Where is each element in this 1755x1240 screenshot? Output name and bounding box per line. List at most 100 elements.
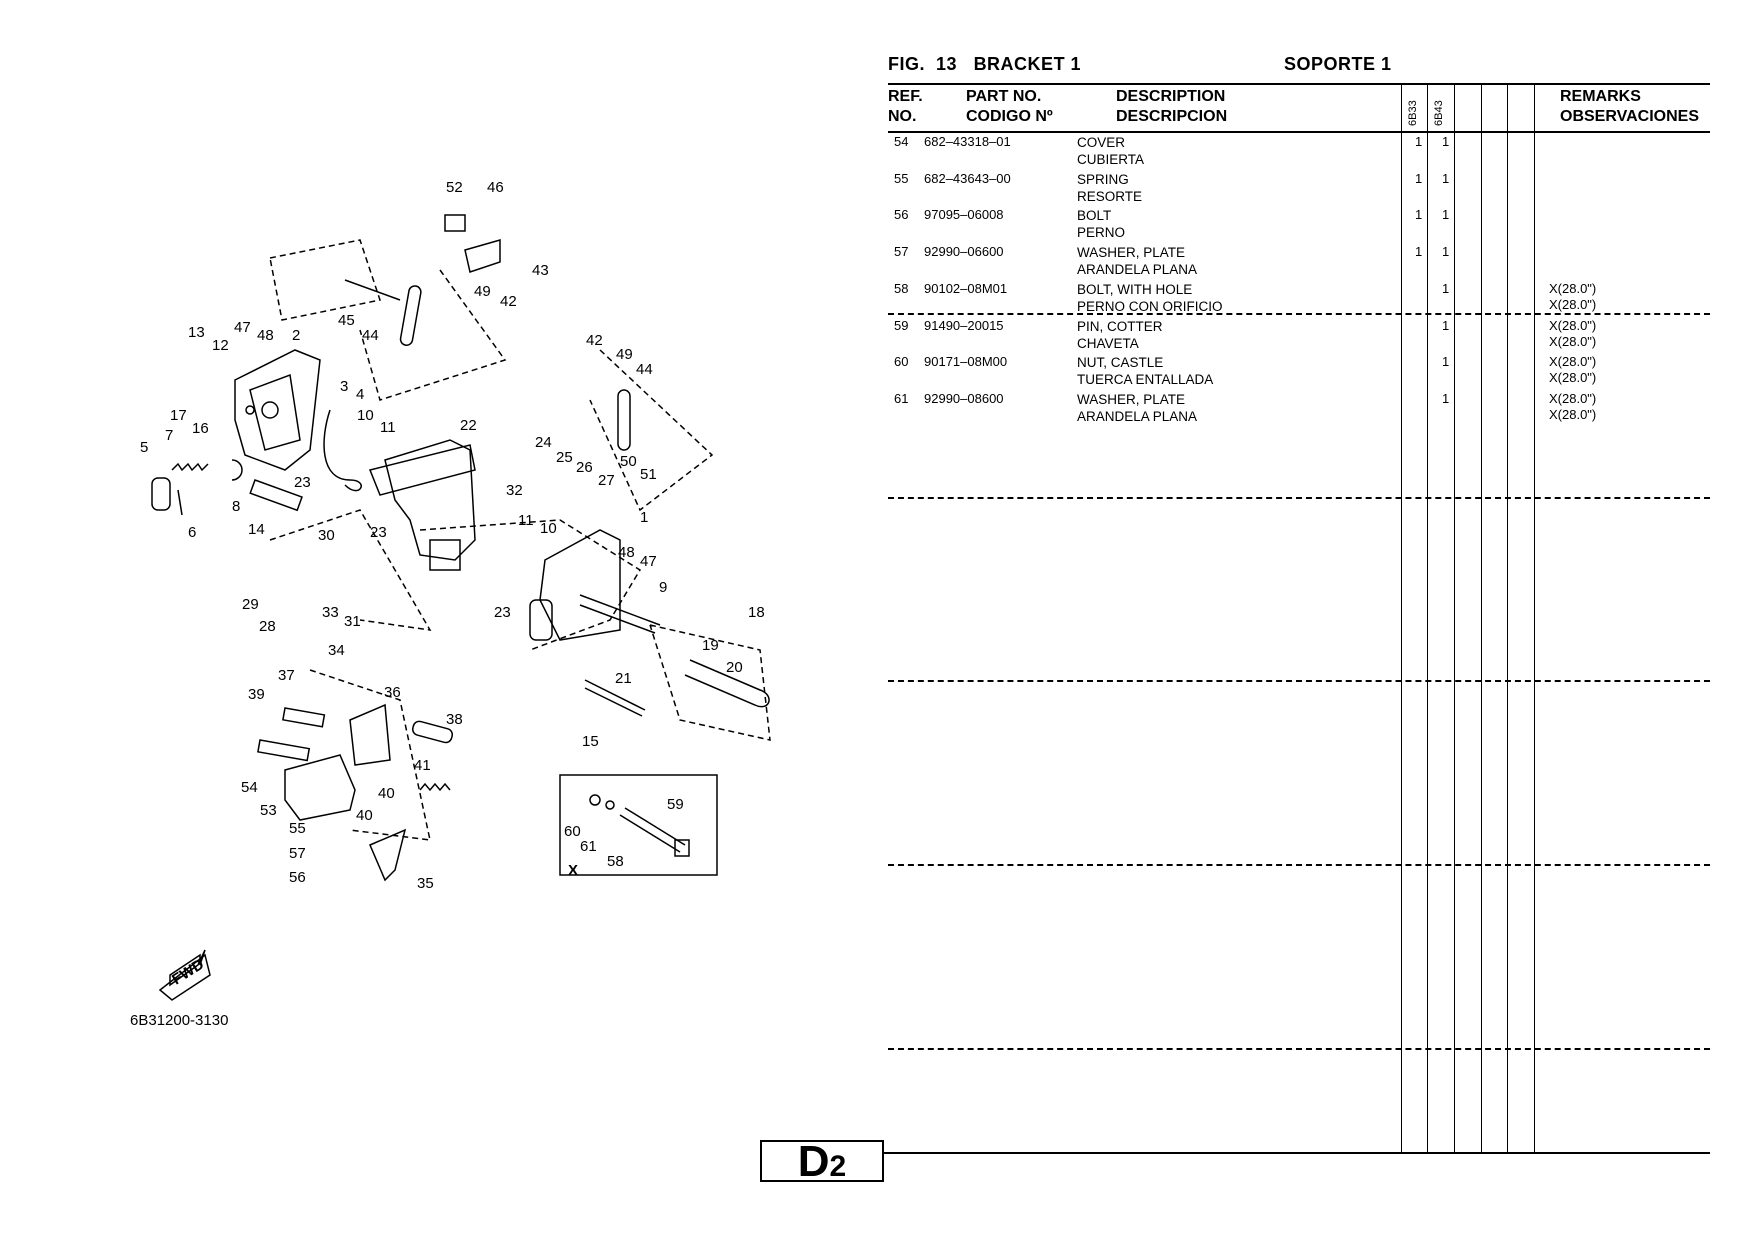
page-badge: D2 bbox=[760, 1140, 884, 1184]
remark-1-cell: X(28.0") bbox=[1549, 317, 1597, 333]
col-desc-es: DESCRIPCION bbox=[1116, 108, 1228, 125]
svg-text:33: 33 bbox=[322, 604, 339, 621]
qty-6b43-cell: 1 bbox=[1442, 134, 1450, 149]
svg-text:5: 5 bbox=[140, 439, 148, 456]
svg-text:3: 3 bbox=[340, 378, 348, 395]
col-desc-en: DESCRIPTION bbox=[1116, 88, 1226, 105]
svg-text:10: 10 bbox=[540, 520, 557, 537]
svg-text:23: 23 bbox=[370, 524, 387, 541]
desc-es-cell: PERNO bbox=[1077, 225, 1126, 241]
remark-2-cell: X(28.0") bbox=[1549, 296, 1597, 312]
ref-cell: 59 bbox=[894, 317, 909, 333]
qty-6b33-cell: 1 bbox=[1415, 244, 1423, 260]
svg-text:57: 57 bbox=[289, 845, 306, 862]
guide-line bbox=[419, 519, 642, 651]
svg-text:42: 42 bbox=[500, 293, 517, 310]
col-part-es: CODIGO Nº bbox=[966, 108, 1053, 125]
svg-text:31: 31 bbox=[344, 613, 361, 630]
desc-en-cell: SPRING bbox=[1077, 171, 1129, 187]
desc-es-cell: RESORTE bbox=[1077, 188, 1143, 204]
svg-text:30: 30 bbox=[318, 527, 335, 544]
svg-text:47: 47 bbox=[234, 319, 251, 336]
desc-es-cell: ARANDELA PLANA bbox=[1077, 262, 1198, 278]
desc-en-cell: COVER bbox=[1077, 135, 1126, 150]
table-bottom-rule bbox=[884, 1152, 1710, 1154]
svg-text:48: 48 bbox=[257, 327, 274, 344]
desc-en-cell: WASHER, PLATE bbox=[1077, 245, 1186, 261]
diagram-code: 6B31200-3130 bbox=[130, 1012, 228, 1029]
desc-es-cell: ARANDELA PLANA bbox=[1077, 408, 1198, 424]
svg-text:55: 55 bbox=[289, 820, 306, 837]
svg-text:23: 23 bbox=[494, 604, 511, 621]
part-no-cell: 92990–06600 bbox=[924, 244, 1004, 260]
qty-6b43-cell: 1 bbox=[1442, 354, 1450, 370]
remark-2-cell: X(28.0") bbox=[1549, 333, 1597, 349]
remark-1-cell: X(28.0") bbox=[1549, 280, 1597, 296]
svg-text:21: 21 bbox=[615, 670, 632, 687]
col-divider bbox=[1534, 83, 1535, 1153]
svg-text:58: 58 bbox=[607, 853, 624, 870]
svg-text:38: 38 bbox=[446, 711, 463, 728]
fig-number: 13 bbox=[936, 54, 958, 74]
remark-2-cell: X(28.0") bbox=[1549, 406, 1597, 422]
svg-text:49: 49 bbox=[616, 346, 633, 363]
qty-6b43-cell: 1 bbox=[1442, 317, 1450, 333]
bracket-plate-left bbox=[234, 349, 321, 471]
ref-cell: 61 bbox=[894, 390, 909, 406]
col-divider bbox=[1481, 83, 1482, 1153]
svg-text:59: 59 bbox=[667, 796, 684, 813]
svg-text:19: 19 bbox=[702, 637, 719, 654]
svg-text:46: 46 bbox=[487, 179, 504, 196]
guide-line bbox=[269, 239, 381, 321]
svg-text:9: 9 bbox=[659, 579, 667, 596]
svg-text:53: 53 bbox=[260, 802, 277, 819]
dashed-separator bbox=[888, 680, 1710, 682]
remark-1-cell: X(28.0") bbox=[1549, 354, 1597, 370]
fig-title-es: SOPORTE 1 bbox=[1284, 54, 1392, 74]
col-divider bbox=[1401, 83, 1402, 1153]
svg-text:56: 56 bbox=[289, 869, 306, 886]
svg-text:18: 18 bbox=[748, 604, 765, 621]
part-no-cell: 682–43643–00 bbox=[924, 170, 1011, 186]
col-divider bbox=[1427, 83, 1428, 1153]
svg-text:41: 41 bbox=[414, 757, 431, 774]
desc-en-cell: BOLT bbox=[1077, 208, 1112, 224]
svg-text:1: 1 bbox=[640, 509, 648, 526]
col-desc: DESCRIPTION DESCRIPCION bbox=[1116, 87, 1227, 127]
dashed-separator bbox=[888, 1048, 1710, 1050]
swivel-bracket-part-22 bbox=[384, 439, 476, 561]
qty-6b43-cell: 1 bbox=[1442, 280, 1450, 296]
ref-cell: 58 bbox=[894, 280, 909, 296]
figure-title: FIG. 13 BRACKET 1 bbox=[888, 54, 1081, 75]
svg-text:49: 49 bbox=[474, 283, 491, 300]
svg-text:52: 52 bbox=[446, 179, 463, 196]
col-remarks-es: OBSERVACIONES bbox=[1560, 108, 1699, 125]
svg-text:44: 44 bbox=[362, 327, 379, 344]
dashed-separator bbox=[888, 497, 1710, 499]
svg-text:24: 24 bbox=[535, 434, 552, 451]
part-no-cell: 97095–06008 bbox=[924, 207, 1004, 223]
col-part-en: PART NO. bbox=[966, 88, 1042, 105]
svg-text:14: 14 bbox=[248, 521, 265, 538]
desc-en-cell: PIN, COTTER bbox=[1077, 318, 1163, 334]
qty-6b33-cell: 1 bbox=[1415, 207, 1423, 223]
svg-text:45: 45 bbox=[338, 312, 355, 329]
part-callouts: 52 46 43 45 44 49 42 13 12 47 48 2 3 4 1… bbox=[140, 179, 765, 892]
guide-line bbox=[269, 509, 432, 631]
svg-text:26: 26 bbox=[576, 459, 593, 476]
part-no-cell: 90171–08M00 bbox=[924, 354, 1008, 370]
col-ref-en: REF. bbox=[888, 88, 923, 105]
svg-text:43: 43 bbox=[532, 262, 549, 279]
remark-1-cell: X(28.0") bbox=[1549, 390, 1597, 406]
qty-6b43-cell: 1 bbox=[1442, 170, 1450, 186]
svg-text:23: 23 bbox=[294, 474, 311, 491]
fig-title-en: BRACKET 1 bbox=[973, 54, 1082, 74]
svg-text:40: 40 bbox=[356, 807, 373, 824]
desc-en-cell: BOLT, WITH HOLE bbox=[1077, 281, 1193, 297]
ref-cell: 57 bbox=[894, 244, 909, 260]
